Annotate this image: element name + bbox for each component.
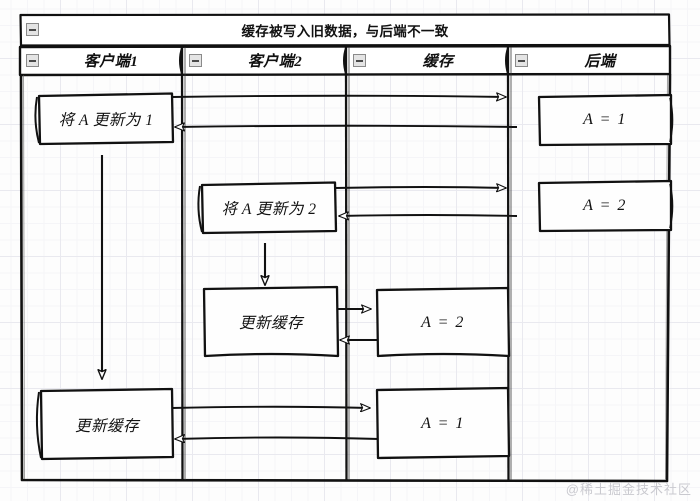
node-backend-a-equals-1[interactable]: [537, 93, 674, 147]
node-client2-write-a-2[interactable]: [197, 181, 338, 235]
node-cache-a-equals-2[interactable]: [375, 286, 511, 358]
minus-box-icon-lane-client1[interactable]: [26, 54, 39, 67]
lane-divider-client2-cache: [344, 45, 350, 482]
swimlane-diagram: 缓存被写入旧数据，与后端不一致 客户端1 客户端2 缓存 后端 将 A 更新为 …: [18, 13, 674, 483]
minus-box-icon-lane-cache[interactable]: [353, 54, 366, 67]
node-client2-update-cache[interactable]: [202, 285, 340, 358]
edge-client1-to-cache-update1: [171, 407, 370, 408]
minus-box-icon-lane-client2[interactable]: [189, 54, 202, 67]
edge-client1-to-backend-write1: [171, 96, 506, 97]
diagram-title-band: [19, 13, 671, 47]
edge-backend-to-client1-ack1: [175, 126, 518, 127]
node-client1-update-cache[interactable]: [35, 387, 175, 461]
watermark: @稀土掘金技术社区: [565, 482, 692, 497]
minus-box-icon-title[interactable]: [26, 23, 39, 36]
edge-cache-to-client1-ack-update1: [175, 438, 380, 440]
node-backend-a-equals-2[interactable]: [537, 179, 674, 233]
node-cache-a-equals-1[interactable]: [375, 386, 511, 460]
diagram-vector-layer: [18, 13, 674, 483]
lane-divider-client1-client2: [180, 45, 186, 482]
node-client1-write-a-1[interactable]: [34, 92, 175, 146]
edge-backend-to-client2-ack2: [339, 215, 518, 216]
minus-box-icon-lane-backend[interactable]: [515, 54, 528, 67]
edge-client2-to-backend-write2: [334, 187, 506, 188]
